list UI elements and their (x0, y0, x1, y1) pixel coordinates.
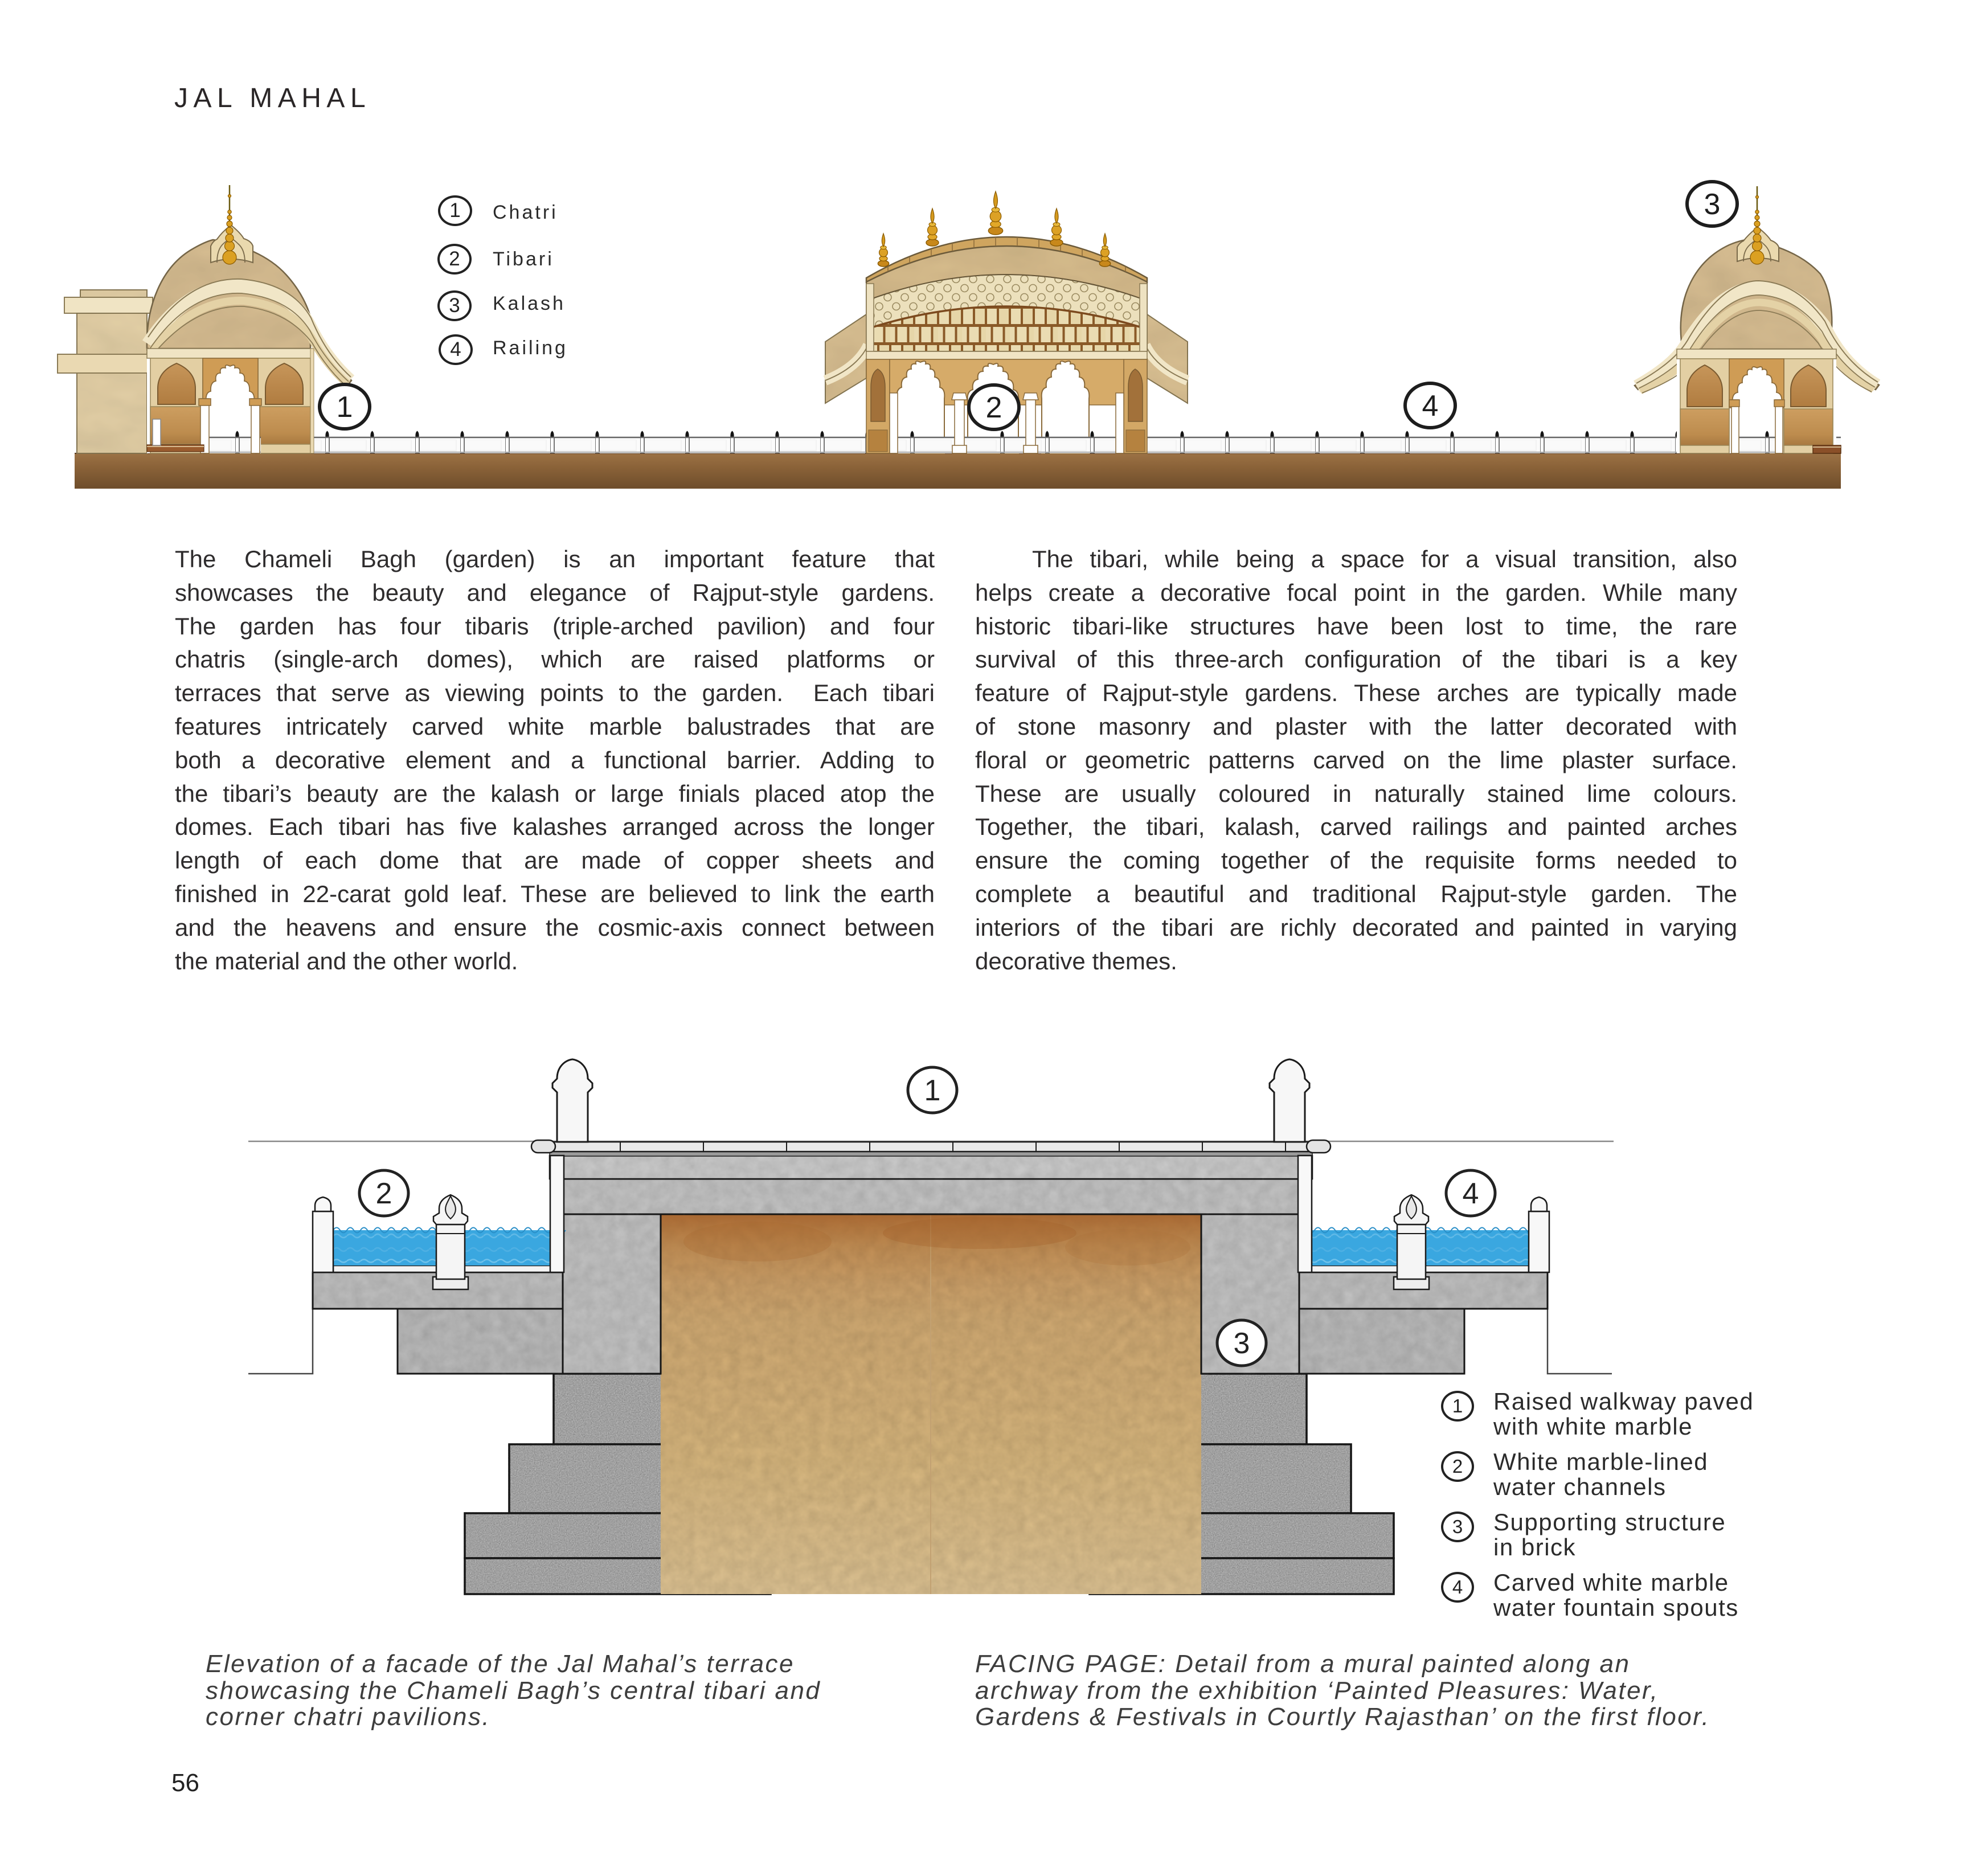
svg-text:1: 1 (924, 1074, 941, 1107)
svg-text:3: 3 (1704, 188, 1721, 221)
svg-text:1: 1 (337, 391, 353, 424)
svg-text:4: 4 (1422, 390, 1439, 423)
svg-text:4: 4 (1463, 1177, 1479, 1210)
svg-text:2: 2 (376, 1177, 392, 1210)
svg-text:3: 3 (1234, 1327, 1250, 1360)
svg-text:2: 2 (986, 391, 1002, 424)
